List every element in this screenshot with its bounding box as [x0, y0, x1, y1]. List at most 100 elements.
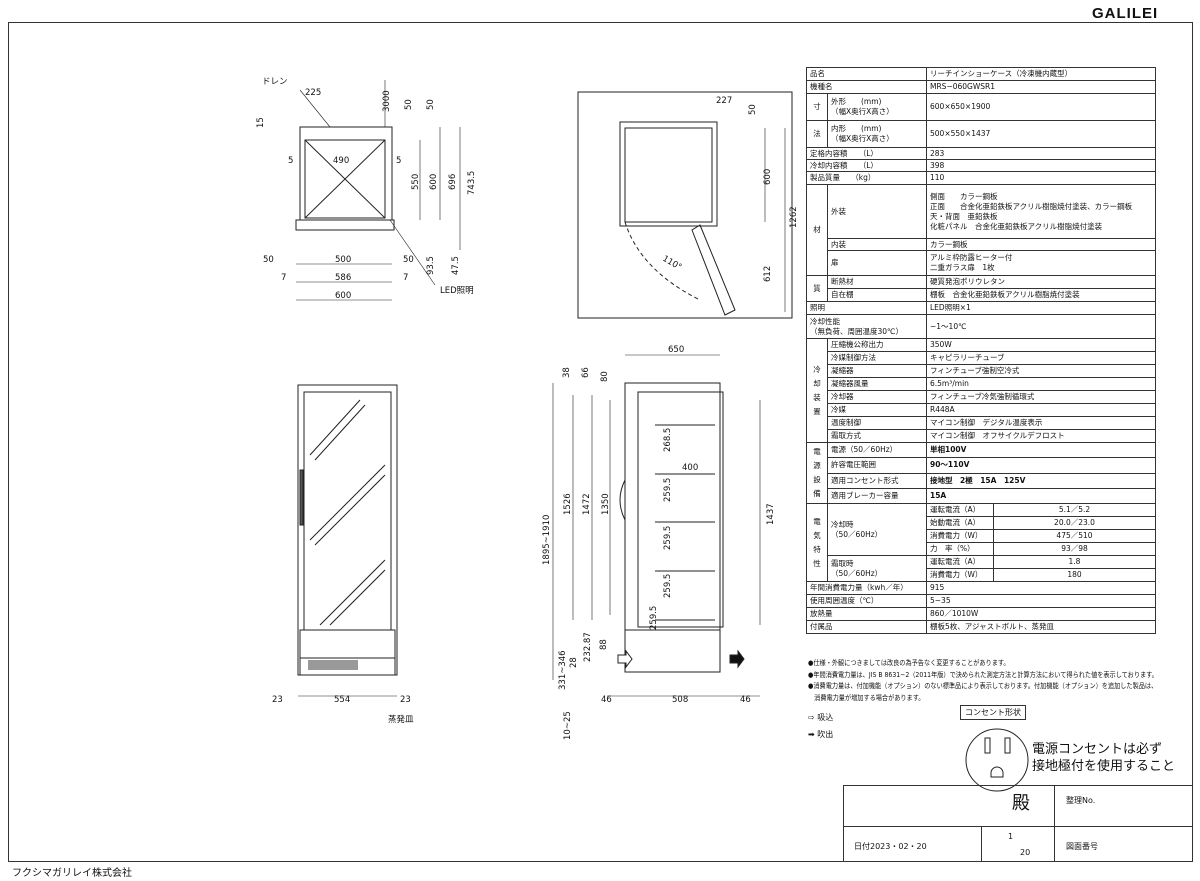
outlet-title: コンセント形状 — [960, 705, 1026, 720]
exhaust-arrow-icon: ➡ — [808, 730, 815, 739]
spec-cell: 915 — [926, 581, 1156, 595]
spec-cell: 90～110V — [926, 457, 1156, 474]
dim-label: 1350 — [601, 493, 611, 515]
spec-line: 側面 カラー鋼板 — [930, 191, 998, 201]
spec-cell: 製品質量 （kg） — [806, 171, 927, 185]
sheet-border — [8, 22, 1193, 862]
spec-cell: 適用ブレーカー容量 — [827, 487, 927, 505]
dim-label: 5 — [396, 156, 401, 166]
seiri-no: 整理No. — [1066, 796, 1096, 805]
dim-label: 47.5 — [451, 256, 461, 275]
dim-label: 5 — [288, 156, 293, 166]
spec-line: 特 — [813, 544, 821, 554]
drawing-number: 図面番号 — [1066, 842, 1098, 851]
spec-cell: 始動電流（A） — [926, 516, 994, 530]
dim-label: 259.5 — [649, 606, 659, 630]
dim-label: 23 — [400, 695, 411, 705]
notes: ●仕様・外観につきましては改良の為予告なく変更することがあります。 ●年間消費電… — [808, 658, 1158, 704]
spec-line: 気 — [813, 530, 821, 540]
spec-cell: −1～10℃ — [926, 314, 1156, 339]
intake-arrow-icon: ⇨ — [808, 713, 815, 722]
company-name: フクシマガリレイ株式会社 — [12, 868, 132, 879]
spec-cell: 15A — [926, 487, 1156, 505]
spec-line: アルミ枠防露ヒーター付 — [930, 253, 1013, 262]
dim-label: 50 — [404, 99, 414, 110]
spec-cell: カラー鋼板 — [926, 238, 1156, 251]
spec-cell: 冷却装置 — [806, 338, 828, 443]
spec-cell: フィンチューブ冷気強制循環式 — [926, 390, 1156, 404]
spec-line: 備 — [813, 489, 821, 498]
dim-label: 500 — [335, 255, 351, 265]
page-number: 1 — [1008, 832, 1014, 841]
spec-cell: 運転電流（A） — [926, 503, 994, 517]
spec-cell: 電気特性 — [806, 503, 828, 582]
dim-label: 7 — [281, 273, 286, 283]
spec-cell: 運転電流（A） — [926, 555, 994, 569]
dim-label: 612 — [763, 266, 773, 282]
section-view: 650 38 66 80 1895~1910 1526 1472 1350 14… — [542, 345, 776, 740]
legend-intake: ⇨ 吸込 — [808, 712, 833, 723]
spec-cell: 霜取時 （50／60Hz） — [827, 555, 927, 582]
dim-label: 259.5 — [663, 478, 673, 502]
spec-cell: 凝縮器風量 — [827, 377, 927, 391]
spec-line: 性 — [813, 558, 821, 568]
spec-cell: 93／98 — [993, 542, 1156, 556]
spec-cell: 475／510 — [993, 529, 1156, 543]
dim-label: 331~346 — [558, 650, 568, 690]
outlet-message-line: 電源コンセントは必ず — [1032, 742, 1163, 757]
outlet-message: 電源コンセントは必ず接地極付を使用すること — [1032, 741, 1175, 775]
spec-cell: 398 — [926, 159, 1156, 172]
spec-cell: 機種名 — [806, 80, 927, 94]
spec-cell: 消費電力（W） — [926, 568, 994, 582]
spec-line: 冷 — [813, 364, 821, 374]
spec-cell: 冷却内容積 （L） — [806, 159, 927, 172]
dim-label: 600 — [429, 174, 439, 190]
dim-label: 600 — [335, 291, 351, 301]
dim-label: ドレン — [262, 77, 288, 87]
spec-line: 装 — [813, 392, 821, 402]
dim-label: 232.87 — [583, 632, 593, 662]
spec-cell: キャピラリーチューブ — [926, 351, 1156, 365]
spec-cell: 使用周囲温度（℃） — [806, 594, 927, 608]
spec-cell: 860／1010W — [926, 607, 1156, 621]
legend-label: 吹出 — [817, 730, 834, 739]
spec-cell: 283 — [926, 147, 1156, 160]
spec-cell: 材 — [806, 184, 828, 276]
spec-cell: 側面 カラー鋼板正面 合金化亜鉛鉄板アクリル樹脂焼付塗装、カラー鋼板天・背面 亜… — [926, 184, 1156, 239]
title-block: 殿 整理No. 日付2023・02・20 1 20 図面番号 — [843, 785, 1193, 861]
spec-cell: 許容電圧範囲 — [827, 457, 927, 474]
brand-logo: GALILEI — [1092, 5, 1159, 22]
spec-cell: 350W — [926, 338, 1156, 352]
dim-label: 50 — [403, 255, 414, 265]
spec-cell: 冷却性能 （無負荷、周囲温度30℃） — [806, 314, 927, 339]
spec-cell: フィンチューブ強制空冷式 — [926, 364, 1156, 378]
exhaust-arrow-icon — [729, 649, 745, 669]
dim-label: 80 — [600, 371, 610, 382]
spec-cell: 質 — [806, 275, 828, 302]
front-view: 23 554 23 蒸発皿 — [272, 384, 414, 725]
dim-label: 268.5 — [663, 428, 673, 452]
dim-label: 1526 — [563, 493, 573, 515]
note: ●消費電力量は、付加機能（オプション）のない標準品により表示しております。付加機… — [808, 682, 1158, 690]
dim-label: 蒸発皿 — [388, 714, 414, 725]
dim-label: 227 — [716, 96, 732, 106]
spec-line: 却 — [813, 378, 821, 388]
spec-cell: 定格内容積 （L） — [806, 147, 927, 160]
dim-label: 50 — [426, 99, 436, 110]
dim-label: 225 — [305, 88, 321, 98]
spec-cell: 外装 — [827, 184, 927, 239]
spec-cell: 接地型 2極 15A 125V — [926, 472, 1156, 489]
dim-label: 93.5 — [426, 256, 436, 275]
side-view: 227 50 600 1262 612 110° — [577, 91, 799, 319]
spec-line: 正面 合金化亜鉛鉄板アクリル樹脂焼付塗装、カラー鋼板 — [930, 201, 1133, 211]
dim-label: 46 — [740, 695, 751, 705]
dim-label: 10~25 — [563, 711, 573, 740]
spec-cell: MRS−060GWSR1 — [926, 80, 1156, 94]
spec-cell: 寸 — [806, 93, 828, 121]
outlet-message-line: 接地極付を使用すること — [1032, 759, 1176, 774]
spec-cell: 冷媒制御方法 — [827, 351, 927, 365]
dim-label: 3000 — [382, 90, 392, 112]
spec-cell: 電源設備 — [806, 442, 828, 504]
